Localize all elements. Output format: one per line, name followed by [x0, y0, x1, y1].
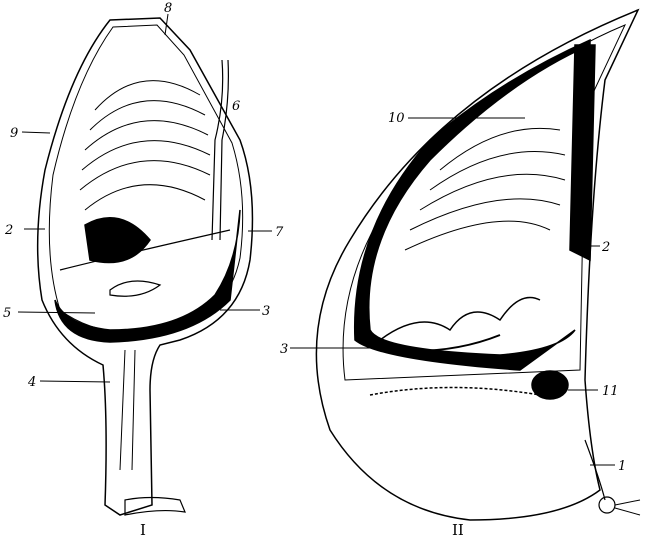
- leader-lines: [17, 13, 615, 466]
- label-6: 6: [232, 99, 240, 114]
- figure-numeral-1: I: [140, 521, 146, 539]
- label-3-fig2: 3: [280, 342, 288, 357]
- label-7: 7: [275, 225, 284, 240]
- figure-numeral-2: II: [452, 521, 464, 539]
- figure-1-drawing: [36, 17, 254, 516]
- label-9: 9: [10, 126, 18, 141]
- label-5: 5: [3, 306, 11, 321]
- label-2-fig2: 2: [601, 240, 610, 255]
- figure-2-drawing: [315, 8, 641, 521]
- label-2: 2: [4, 223, 13, 238]
- label-4: 4: [27, 375, 36, 390]
- label-3: 3: [262, 304, 270, 319]
- label-8: 8: [164, 1, 172, 16]
- label-10: 10: [388, 111, 405, 126]
- label-11: 11: [602, 384, 619, 399]
- label-1: 1: [618, 459, 626, 474]
